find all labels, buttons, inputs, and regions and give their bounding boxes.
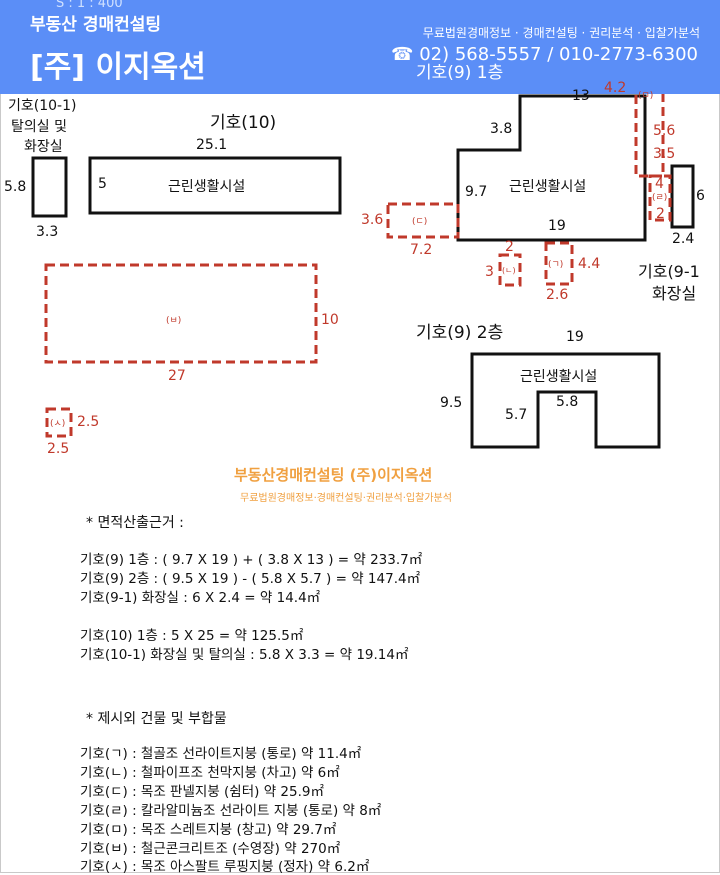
dim: 5.7 <box>505 407 528 423</box>
extra-line: 기호(ㄱ) : 철골조 선라이트지붕 (통로) 약 11.4㎡ <box>80 746 362 762</box>
dim: 25.1 <box>196 137 228 153</box>
annex-ma <box>634 76 665 178</box>
label-b9-2f: 기호(9) 2층 <box>416 323 504 343</box>
building-9-1f <box>456 94 647 242</box>
dim: 19 <box>548 218 566 234</box>
annex-ga-label: (ㄱ) <box>548 260 564 270</box>
annex-sa-label: (ㅅ) <box>50 419 66 429</box>
dim: 9.7 <box>465 184 488 200</box>
area-line: 기호(9) 2층 : ( 9.5 X 19 ) - ( 5.8 X 5.7 ) … <box>80 571 421 587</box>
dim-red: 2 <box>505 239 514 255</box>
dim: 5.8 <box>4 179 27 195</box>
dim-red: 7.2 <box>410 242 433 258</box>
dim: 5 <box>98 176 107 192</box>
dim-red: 3 <box>485 264 494 280</box>
watermark-title: 부동산경매컨설팅 (주)이지옥션 <box>234 466 433 484</box>
dim-red: 5.6 <box>653 123 676 139</box>
dim-red: 4.2 <box>604 80 627 96</box>
extra-line: 기호(ㅂ) : 철근콘크리트조 (수영장) 약 270㎡ <box>80 841 341 857</box>
label-b10-1-sub2: 화장실 <box>24 139 63 155</box>
phone-number: ☎ 02) 568-5557 / 010-2773-6300 <box>391 44 698 65</box>
building-9-2f <box>470 352 661 449</box>
extra-line: 기호(ㅅ) : 목조 아스팔트 루핑지붕 (정자) 약 6.2㎡ <box>80 859 370 875</box>
brand-title: 부동산 경매컨설팅 <box>30 15 162 35</box>
extra-line: 기호(ㄹ) : 칼라알미늄조 선라이트 지붕 (통로) 약 8㎡ <box>80 803 382 819</box>
annex-ma-label: (ㅁ) <box>638 91 654 101</box>
dim: 5.8 <box>556 394 579 410</box>
label-b9-1: 기호(9-1 <box>638 262 700 281</box>
extra-line: 기호(ㅁ) : 목조 스레트지붕 (창고) 약 29.7㎡ <box>80 822 337 838</box>
header-banner: S : 1 : 400 부동산 경매컨설팅 [주] 이지옥션 무료법원경매정보 … <box>0 0 720 94</box>
facility-label-b10: 근린생활시설 <box>168 179 246 195</box>
dim-red: 2.6 <box>546 287 569 303</box>
label-b9-1f: 기호(9) 1층 <box>416 63 504 83</box>
dim-red: 2.5 <box>77 414 100 430</box>
dim-red: 4.4 <box>578 256 601 272</box>
scale-label: S : 1 : 400 <box>56 0 123 11</box>
facility-label-b9-2f: 근린생활시설 <box>520 369 598 385</box>
extra-line: 기호(ㄷ) : 목조 판넬지붕 (쉼터) 약 25.9㎡ <box>80 784 324 800</box>
building-10-1 <box>31 156 68 218</box>
label-b10: 기호(10) <box>210 113 277 133</box>
annex-ga <box>544 241 574 286</box>
annex-sa <box>45 407 73 438</box>
dim-red: 27 <box>168 368 186 384</box>
annex-na-label: (ㄴ) <box>502 266 516 275</box>
label-b9-1-sub: 화장실 <box>652 284 697 303</box>
dim-red: 3.5 <box>653 146 676 162</box>
annex-ra-label: (ㄹ) <box>652 193 668 203</box>
label-b10-1-sub: 탈의실 및 <box>11 119 67 135</box>
area-line: 기호(9-1) 화장실 : 6 X 2.4 = 약 14.4㎡ <box>80 590 321 606</box>
area-line: 기호(10-1) 화장실 및 탈의실 : 5.8 X 3.3 = 약 19.14… <box>80 647 409 663</box>
services-text: 무료법원경매정보 · 경매컨설팅 · 권리분석 · 입찰가분석 <box>422 26 700 40</box>
dim-red: 3.6 <box>361 212 384 228</box>
annex-da <box>386 202 460 239</box>
dim-red: 10 <box>321 312 339 328</box>
annex-ra <box>648 174 672 222</box>
annex-ba-label: (ㅂ) <box>166 316 182 326</box>
label-b10-1: 기호(10-1) <box>8 98 77 114</box>
company-name: [주] 이지옥션 <box>30 50 206 85</box>
building-9-1 <box>670 164 695 229</box>
annex-na <box>498 253 522 287</box>
dim: 2.4 <box>672 231 695 247</box>
watermark-subtitle: 무료법원경매정보·경매컨설팅·권리분석·입찰가분석 <box>240 493 452 504</box>
dim-red: 2 <box>656 206 665 222</box>
area-line: 기호(9) 1층 : ( 9.7 X 19 ) + ( 3.8 X 13 ) =… <box>80 552 423 568</box>
facility-label-b9-1f: 근린생활시설 <box>509 179 587 195</box>
annex-ba <box>44 263 318 364</box>
extra-heading: * 제시외 건물 및 부합물 <box>86 711 227 727</box>
area-line: 기호(10) 1층 : 5 X 25 = 약 125.5㎡ <box>80 628 304 644</box>
dim: 13 <box>572 88 590 104</box>
area-heading: * 면적산출근거 : <box>86 515 184 531</box>
building-10 <box>88 156 342 215</box>
dim: 19 <box>566 329 584 345</box>
dim: 3.3 <box>36 224 59 240</box>
extra-line: 기호(ㄴ) : 철파이프조 천막지붕 (차고) 약 6㎡ <box>80 765 340 781</box>
dim-red: 2.5 <box>47 441 70 457</box>
annex-da-label: (ㄷ) <box>412 217 428 227</box>
dim: 3.8 <box>490 121 513 137</box>
dim-red: 4 <box>655 176 664 192</box>
dim: 6 <box>696 188 705 204</box>
dim: 9.5 <box>440 395 463 411</box>
